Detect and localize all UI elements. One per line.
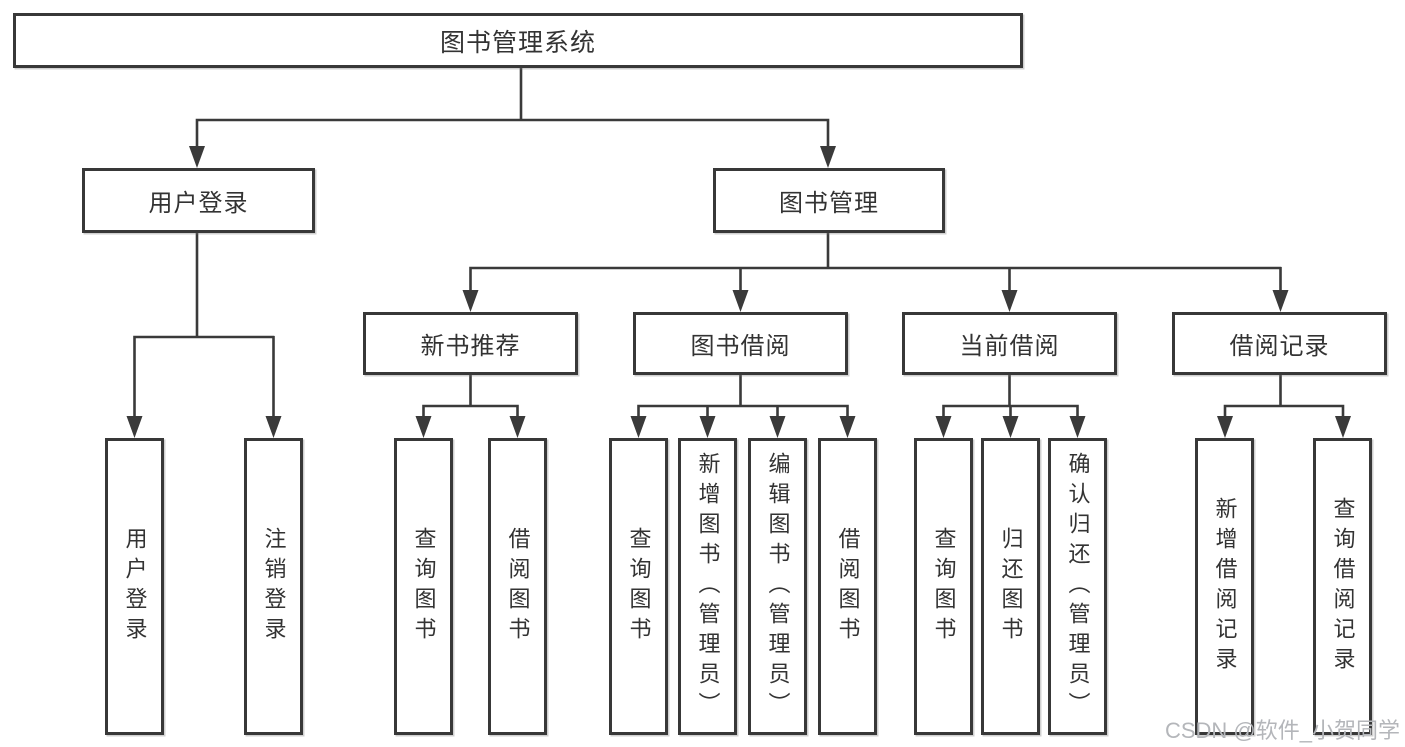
leaf-add-borrow-record: 新增借阅记录 xyxy=(1195,438,1254,735)
leaf-borrow-books-borrowing: 借阅图书 xyxy=(818,438,877,735)
leaf-return-books: 归还图书 xyxy=(981,438,1040,735)
node-book-borrowing: 图书借阅 xyxy=(633,312,848,375)
leaf-logout: 注销登录 xyxy=(244,438,303,735)
node-new-book-recommendation: 新书推荐 xyxy=(363,312,578,375)
leaf-confirm-return-admin: 确认归还（管理员） xyxy=(1048,438,1107,735)
node-user-login-branch: 用户登录 xyxy=(82,168,315,233)
node-root-library-system: 图书管理系统 xyxy=(13,13,1023,68)
leaf-query-books-recommend: 查询图书 xyxy=(394,438,453,735)
leaf-add-books-admin: 新增图书（管理员） xyxy=(678,438,737,735)
leaf-edit-books-admin: 编辑图书（管理员） xyxy=(748,438,807,735)
leaf-user-login: 用户登录 xyxy=(105,438,164,735)
leaf-query-books-current: 查询图书 xyxy=(914,438,973,735)
leaf-query-books-borrowing: 查询图书 xyxy=(609,438,668,735)
node-book-management-branch: 图书管理 xyxy=(713,168,945,233)
leaf-query-borrow-record: 查询借阅记录 xyxy=(1313,438,1372,735)
node-borrowing-records: 借阅记录 xyxy=(1172,312,1387,375)
node-current-borrowing: 当前借阅 xyxy=(902,312,1117,375)
leaf-borrow-books-recommend: 借阅图书 xyxy=(488,438,547,735)
